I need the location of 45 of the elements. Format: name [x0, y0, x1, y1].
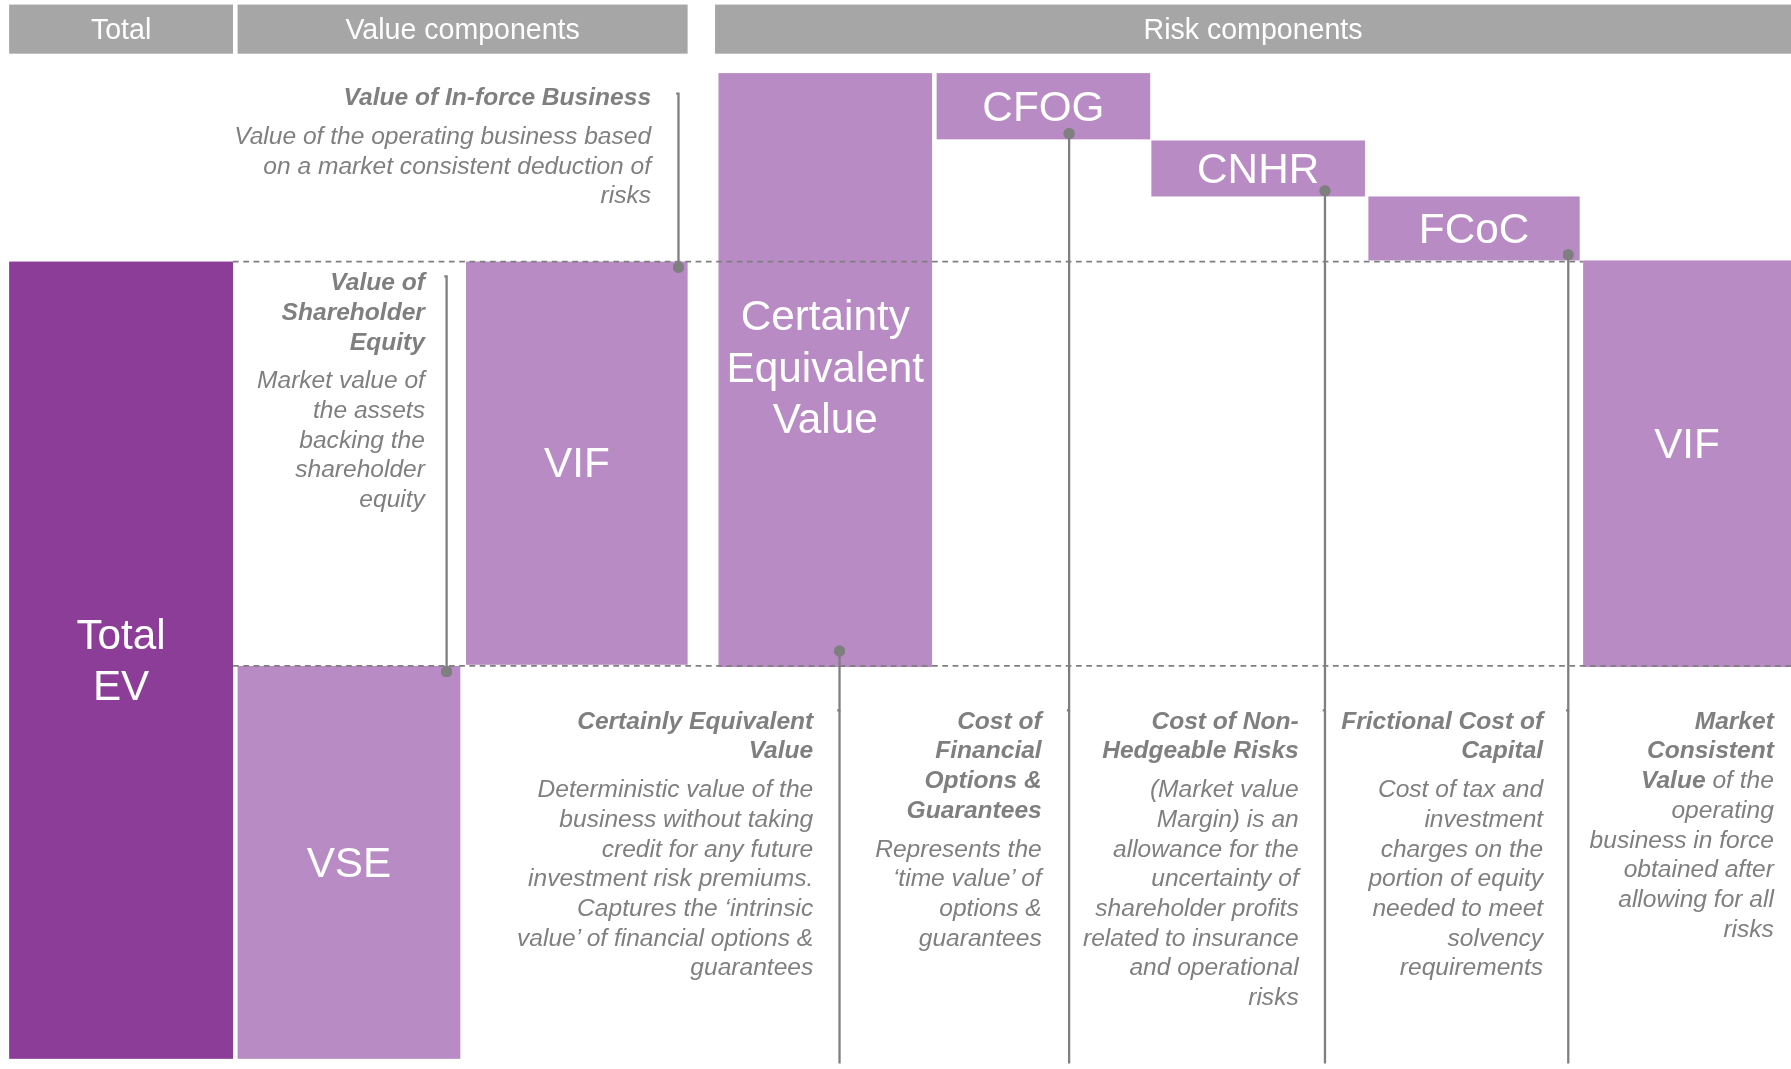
header-label: Value components: [345, 12, 580, 46]
bar: [237, 665, 461, 1059]
leader-line: [1319, 185, 1331, 712]
leader-line: [1067, 710, 1071, 1064]
leader-line: [833, 645, 846, 712]
annotation-text: (Market value Margin) is an allowance for the uncertainty of shareholder profits related to insurance and operational risks: [1082, 774, 1299, 1012]
header-label: Total: [90, 12, 152, 46]
bar-label: CFOG: [982, 81, 1105, 132]
annotation-heading: Value of In-force Business: [342, 82, 652, 112]
annotation-heading: Cost of Financial Options & Guarantees: [905, 706, 1042, 825]
bar-label: VIF: [543, 438, 610, 489]
bar: [1368, 196, 1580, 261]
bar: [466, 261, 688, 665]
header-band: [715, 4, 1791, 54]
annotation-heading: Value of Shareholder Equity: [280, 267, 425, 357]
leader-line: [1323, 710, 1327, 1064]
bar: [1583, 260, 1791, 668]
annotation-text: Represents the ‘time value’ of options & guarantees: [874, 833, 1042, 953]
annotation-heading: Frictional Cost of Capital: [1340, 706, 1544, 766]
bar: [718, 73, 933, 668]
leader-line: [1063, 127, 1075, 712]
leader-line: [838, 710, 841, 1064]
leader-line: [1562, 249, 1574, 712]
annotation-heading: Certainly Equivalent Value: [576, 706, 814, 766]
bar-label: VIF: [1654, 419, 1720, 470]
header-band: [9, 4, 233, 54]
leader-line: [440, 275, 453, 678]
bar-label: FCoC: [1418, 204, 1530, 254]
bar: [9, 261, 233, 1059]
bar: [1151, 140, 1365, 197]
bar-label: CNHR: [1197, 144, 1320, 194]
leader-line: [1567, 710, 1570, 1064]
annotation-text: Market Consistent Value of the operating business in force obtained after allowing for all risks: [1588, 706, 1774, 944]
annotation-text: Market value of the assets backing the shareholder equity: [256, 365, 425, 514]
bar-label: Certainty Equivalent Value: [725, 291, 925, 445]
annotation-text: Cost of tax and investment charges on the portion of equity needed to meet solvency requirements: [1367, 774, 1544, 983]
bar: [936, 73, 1151, 140]
header-label: Risk components: [1143, 12, 1363, 46]
annotation-text: Deterministic value of the business without taking credit for any future investment risk premiums. Captures the ‘intrinsic value’ of financial options & guarantees: [516, 774, 814, 983]
leader-line: [672, 92, 685, 273]
header-band: [237, 4, 688, 54]
bar-label: Total EV: [75, 610, 167, 712]
bar-label: VSE: [306, 837, 392, 888]
annotation-heading: Cost of Non-Hedgeable Risks: [1101, 706, 1299, 766]
annotation-text: Value of the operating business based on a market consistent deduction of risks: [233, 121, 652, 211]
